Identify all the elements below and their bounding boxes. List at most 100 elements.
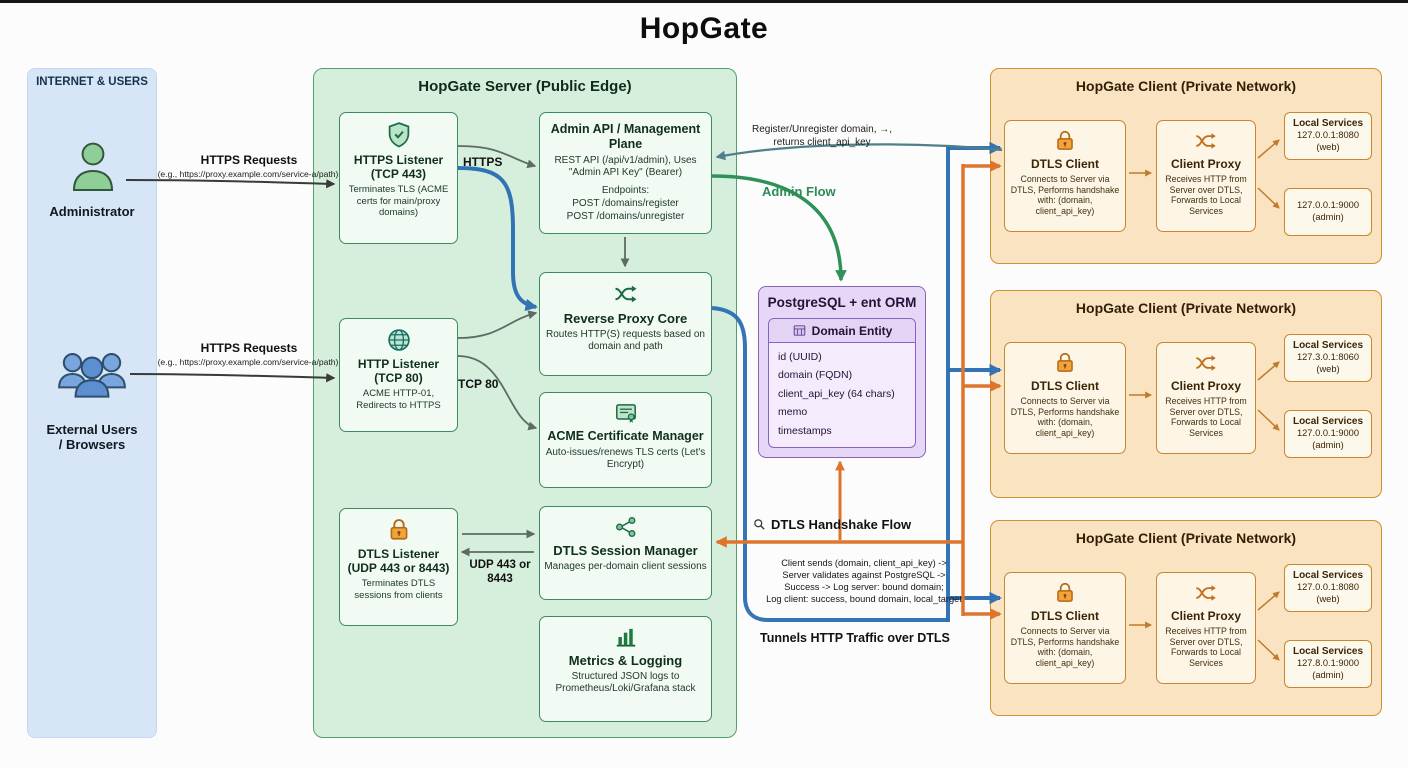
client-panel-2-title: HopGate Client (Private Network) bbox=[1075, 300, 1297, 316]
reverse-proxy-desc: Routes HTTP(S) requests based on domain … bbox=[546, 329, 705, 353]
lock-icon bbox=[1052, 350, 1078, 376]
https-flow-label: HTTPS bbox=[463, 155, 503, 169]
reverse-proxy-title: Reverse Proxy Core bbox=[563, 311, 688, 326]
external-users-label: External Users / Browsers bbox=[46, 422, 138, 452]
entity-field: memo bbox=[778, 406, 808, 419]
person-icon bbox=[66, 138, 120, 196]
client-panel-1-title: HopGate Client (Private Network) bbox=[1075, 78, 1297, 94]
metrics-logging-desc: Structured JSON logs to Prometheus/Loki/… bbox=[555, 671, 696, 695]
dtls-client-title: DTLS Client bbox=[1031, 157, 1099, 171]
user-group-icon bbox=[54, 346, 130, 402]
dtls-listener-title: DTLS Listener (UDP 443 or 8443) bbox=[347, 547, 450, 576]
admin-request-label: HTTPS Requests bbox=[200, 153, 298, 167]
tunnels-flow-label: Tunnels HTTP Traffic over DTLS bbox=[760, 631, 950, 645]
local-service-addr: 127.3.0.1:8060 bbox=[1296, 352, 1360, 363]
handshake-detail-line: Success -> Log server: bound domain; bbox=[784, 582, 944, 593]
client-proxy-title: Client Proxy bbox=[1170, 379, 1242, 393]
internet-panel-title: INTERNET & USERS bbox=[36, 76, 148, 88]
register-flow-label: Register/Unregister domain, →, returns c… bbox=[751, 124, 893, 148]
handshake-detail-line: Server validates against PostgreSQL -> bbox=[782, 570, 946, 581]
dtls-client-box-3: DTLS Client Connects to Server via DTLS,… bbox=[1004, 572, 1126, 684]
metrics-logging-box: Metrics & Logging Structured JSON logs t… bbox=[539, 616, 712, 722]
domain-entity-box: Domain Entity id (UUID) domain (FQDN) cl… bbox=[768, 318, 916, 448]
admin-request-example: (e.g., https://proxy.example.com/service… bbox=[157, 169, 339, 179]
local-service-addr: 127.0.0.1:8080 bbox=[1296, 130, 1360, 141]
user-request-label: HTTPS Requests bbox=[200, 341, 298, 355]
share-nodes-icon bbox=[613, 514, 639, 540]
shield-icon bbox=[384, 120, 414, 150]
dtls-session-manager-title: DTLS Session Manager bbox=[553, 543, 698, 558]
client-proxy-title: Client Proxy bbox=[1170, 157, 1242, 171]
entity-field: domain (FQDN) bbox=[778, 369, 853, 382]
acme-manager-box: ACME Certificate Manager Auto-issues/ren… bbox=[539, 392, 712, 488]
user-request-example: (e.g., https://proxy.example.com/service… bbox=[157, 357, 339, 367]
https-listener-title: HTTPS Listener (TCP 443) bbox=[353, 153, 444, 182]
client-proxy-desc: Receives HTTP from Server over DTLS, For… bbox=[1165, 396, 1247, 438]
handshake-detail-line: Client sends (domain, client_api_key) -> bbox=[781, 558, 947, 568]
dtls-client-box-2: DTLS Client Connects to Server via DTLS,… bbox=[1004, 342, 1126, 454]
shuffle-icon bbox=[1192, 580, 1220, 606]
local-service-addr: 127.8.0.1:9000 bbox=[1296, 658, 1360, 669]
dtls-client-title: DTLS Client bbox=[1031, 609, 1099, 623]
client-proxy-title: Client Proxy bbox=[1170, 609, 1242, 623]
https-listener-desc: Terminates TLS (ACME certs for main/prox… bbox=[348, 184, 449, 219]
client-panel-3-title: HopGate Client (Private Network) bbox=[1075, 530, 1297, 546]
admin-api-endpoints-label: Endpoints: bbox=[601, 184, 650, 196]
reverse-proxy-box: Reverse Proxy Core Routes HTTP(S) reques… bbox=[539, 272, 712, 376]
administrator-label: Administrator bbox=[49, 204, 135, 219]
client-proxy-desc: Receives HTTP from Server over DTLS, For… bbox=[1165, 626, 1247, 668]
local-service-box: Local Services 127.0.0.1:9000 (admin) bbox=[1284, 410, 1372, 458]
https-listener-box: HTTPS Listener (TCP 443) Terminates TLS … bbox=[339, 112, 458, 244]
local-service-box: Local Services 127.0.0.1:8080 (web) bbox=[1284, 564, 1372, 612]
dtls-session-manager-desc: Manages per-domain client sessions bbox=[544, 561, 707, 573]
dtls-client-box-1: DTLS Client Connects to Server via DTLS,… bbox=[1004, 120, 1126, 232]
client-proxy-box-3: Client Proxy Receives HTTP from Server o… bbox=[1156, 572, 1256, 684]
metrics-logging-title: Metrics & Logging bbox=[568, 653, 683, 668]
dtls-client-desc: Connects to Server via DTLS, Performs ha… bbox=[1010, 396, 1120, 438]
certificate-icon bbox=[613, 400, 639, 426]
local-service-kind: (web) bbox=[1316, 364, 1340, 374]
http-listener-desc: ACME HTTP-01, Redirects to HTTPS bbox=[356, 388, 441, 411]
local-service-title: Local Services bbox=[1292, 118, 1364, 130]
dtls-listener-desc: Terminates DTLS sessions from clients bbox=[354, 578, 443, 601]
local-service-title: Local Services bbox=[1292, 646, 1364, 658]
magnifier-icon bbox=[752, 517, 767, 532]
handshake-detail-line: Log client: success, bound domain, local… bbox=[766, 594, 962, 605]
local-service-box: 127.0.0.1:9000 (admin) bbox=[1284, 188, 1372, 236]
table-icon bbox=[792, 323, 807, 338]
dtls-client-title: DTLS Client bbox=[1031, 379, 1099, 393]
local-service-title: Local Services bbox=[1292, 340, 1364, 352]
local-service-kind: (admin) bbox=[1312, 212, 1344, 222]
client-proxy-box-1: Client Proxy Receives HTTP from Server o… bbox=[1156, 120, 1256, 232]
admin-api-endpoint: POST /domains/unregister bbox=[566, 210, 685, 222]
admin-api-desc: REST API (/api/v1/admin), Uses "Admin AP… bbox=[554, 154, 697, 178]
acme-manager-desc: Auto-issues/renews TLS certs (Let's Encr… bbox=[545, 446, 706, 470]
local-service-box: Local Services 127.3.0.1:8060 (web) bbox=[1284, 334, 1372, 382]
domain-entity-fields: id (UUID) domain (FQDN) client_api_key (… bbox=[769, 343, 915, 445]
domain-entity-title: Domain Entity bbox=[811, 323, 893, 338]
entity-field: client_api_key (64 chars) bbox=[778, 387, 895, 400]
dtls-session-manager-box: DTLS Session Manager Manages per-domain … bbox=[539, 506, 712, 600]
http-listener-box: HTTP Listener (TCP 80) ACME HTTP-01, Red… bbox=[339, 318, 458, 432]
client-proxy-box-2: Client Proxy Receives HTTP from Server o… bbox=[1156, 342, 1256, 454]
dtls-client-desc: Connects to Server via DTLS, Performs ha… bbox=[1010, 626, 1120, 668]
local-service-kind: (web) bbox=[1316, 594, 1340, 604]
admin-flow-label: Admin Flow bbox=[762, 184, 836, 199]
tcp80-flow-label: TCP 80 bbox=[458, 377, 499, 391]
postgres-title: PostgreSQL + ent ORM bbox=[767, 295, 917, 310]
shuffle-icon bbox=[1192, 350, 1220, 376]
local-service-kind: (admin) bbox=[1312, 670, 1344, 680]
domain-entity-header: Domain Entity bbox=[769, 319, 915, 343]
dtls-listener-box: DTLS Listener (UDP 443 or 8443) Terminat… bbox=[339, 508, 458, 626]
local-service-addr: 127.0.0.1:8080 bbox=[1296, 582, 1360, 593]
server-panel-title: HopGate Server (Public Edge) bbox=[418, 78, 632, 95]
local-service-box: Local Services 127.8.0.1:9000 (admin) bbox=[1284, 640, 1372, 688]
dtls-client-desc: Connects to Server via DTLS, Performs ha… bbox=[1010, 174, 1120, 216]
local-service-kind: (web) bbox=[1316, 142, 1340, 152]
diagram-title: HopGate bbox=[639, 12, 769, 45]
lock-icon bbox=[1052, 580, 1078, 606]
local-service-kind: (admin) bbox=[1312, 440, 1344, 450]
dtls-handshake-flow-text: DTLS Handshake Flow bbox=[771, 517, 912, 532]
